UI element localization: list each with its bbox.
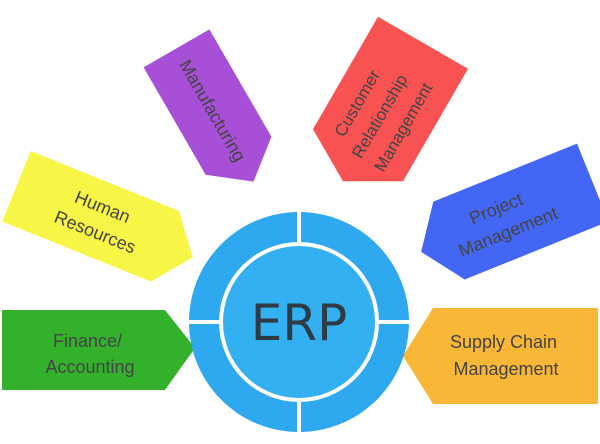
hub-core [223, 246, 375, 398]
finance-label: Finance/ Accounting [45, 331, 134, 377]
supply-label: Supply Chain Management [450, 332, 562, 379]
project-arrow-shape [421, 143, 600, 280]
erp-label: ERP [251, 294, 347, 352]
erp-hub: ERP [187, 210, 411, 434]
module-crm: Customer Relationship Management [312, 16, 469, 182]
hr-arrow-shape [2, 151, 193, 282]
module-project: Project Management [421, 143, 600, 280]
supply-arrow-shape [403, 308, 598, 404]
module-finance: Finance/ Accounting [2, 310, 195, 390]
manufacturing-arrow-shape [143, 29, 272, 182]
finance-arrow-shape [2, 310, 195, 390]
module-supply-chain: Supply Chain Management [403, 308, 598, 404]
module-human-resources: Human Resources [2, 151, 193, 282]
crm-arrow-shape [312, 16, 469, 182]
module-manufacturing: Manufacturing [143, 29, 272, 182]
